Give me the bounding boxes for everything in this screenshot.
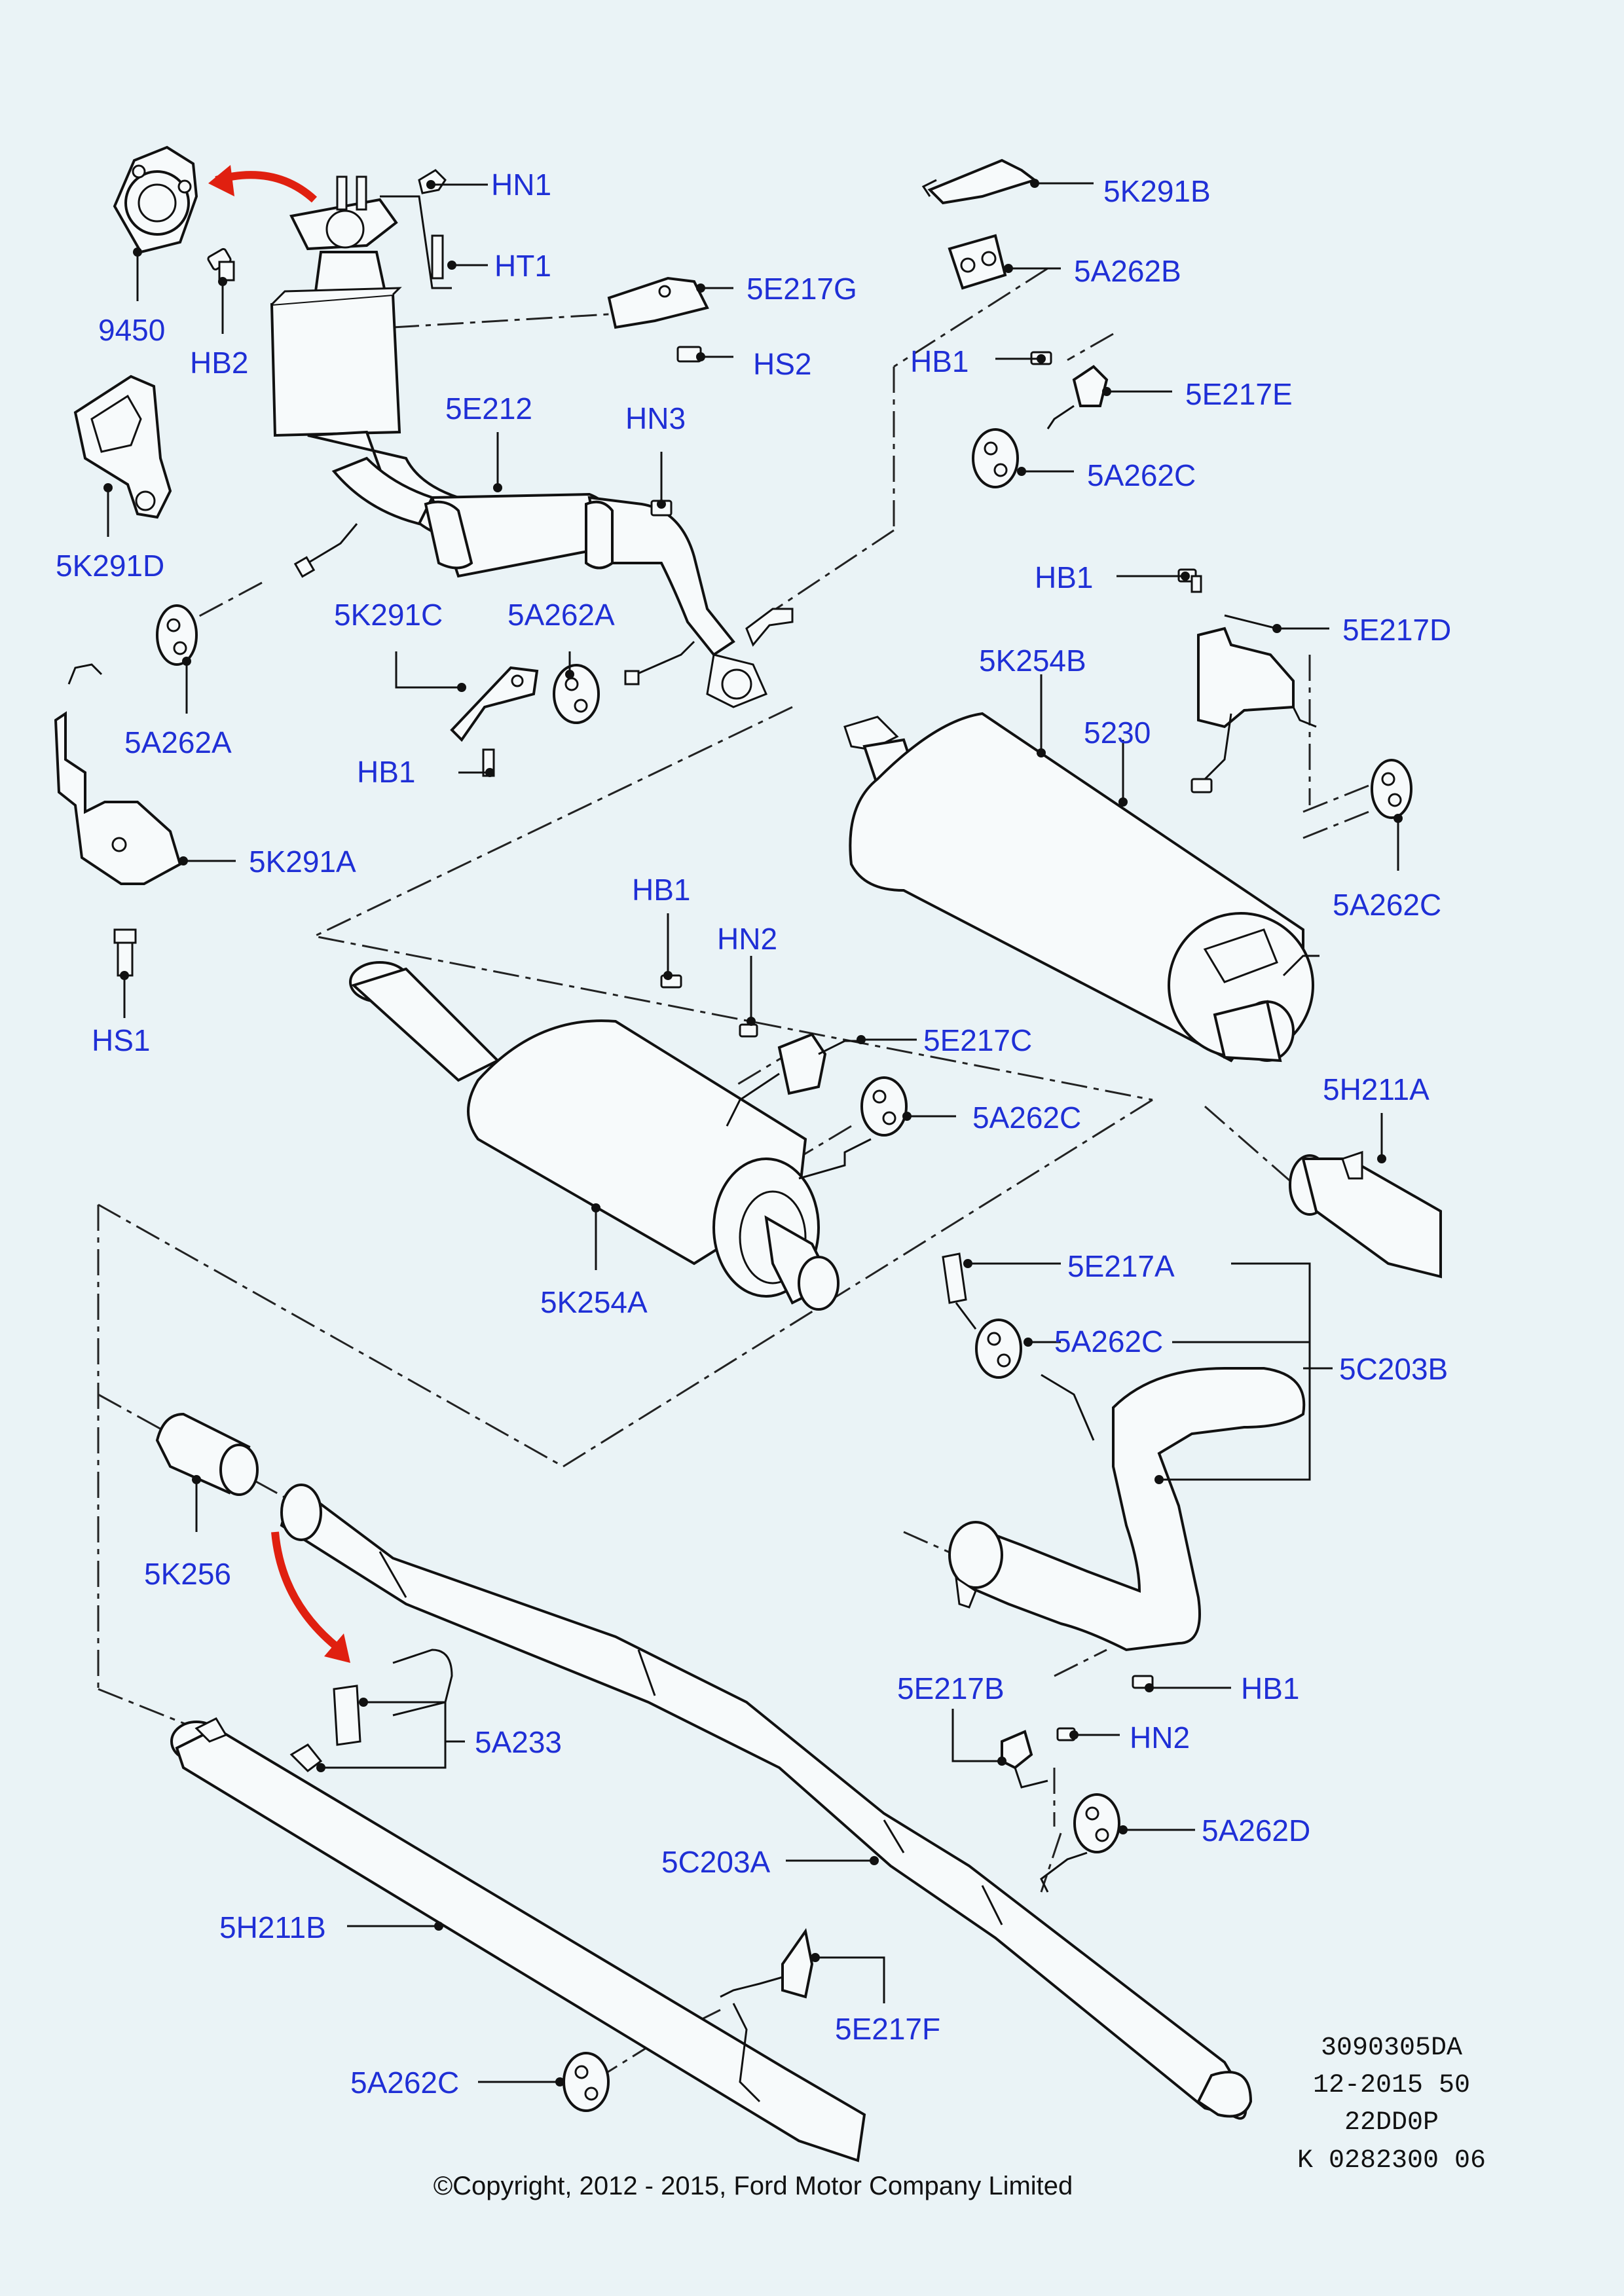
insulator-5a262c-1 <box>972 428 1019 488</box>
reference-line-1: 3090305DA <box>1321 2033 1462 2063</box>
label-5a233: 5A233 <box>475 1725 562 1759</box>
label-5a262c-2: 5A262C <box>1333 888 1441 922</box>
label-ht1: HT1 <box>494 249 551 283</box>
label-hb1-b: HB1 <box>910 344 969 378</box>
red-arrow-mid-head <box>324 1633 350 1663</box>
stud-hn1-ht1 <box>380 169 452 289</box>
label-hb1-a: HB1 <box>357 755 415 789</box>
label-5e212: 5E212 <box>445 392 532 426</box>
label-5e217a: 5E217A <box>1067 1249 1175 1283</box>
leader-lines <box>103 179 1403 2086</box>
label-5e217d: 5E217D <box>1342 613 1451 647</box>
label-5k291d: 5K291D <box>56 549 164 583</box>
label-5k291c: 5K291C <box>334 598 443 632</box>
rear-pipe-5c203b <box>942 1252 1306 1652</box>
label-hn2-a: HN2 <box>717 922 777 956</box>
middle-muffler-5k254a <box>349 961 872 1311</box>
label-5e217e: 5E217E <box>1185 377 1293 411</box>
rear-muffler-5k254b <box>843 712 1320 1063</box>
label-5e217c: 5E217C <box>923 1023 1032 1057</box>
catalytic-converter-5e212 <box>270 175 794 708</box>
label-5a262c-1: 5A262C <box>1087 458 1196 492</box>
sensor-lead <box>307 523 358 564</box>
bolt-hs1 <box>113 928 137 977</box>
insulator-5a262c-2 <box>1371 759 1412 819</box>
label-hn3: HN3 <box>625 401 686 435</box>
bracket-5e217b <box>1001 1730 1048 1789</box>
resonator-5k256 <box>155 1412 259 1496</box>
bracket-5e217c <box>726 1032 858 1127</box>
label-5k291a: 5K291A <box>249 845 356 879</box>
label-9450: 9450 <box>98 313 165 347</box>
label-hn2-b: HN2 <box>1130 1721 1190 1755</box>
insulator-5a262c-3 <box>860 1076 908 1137</box>
nut-hn2-a <box>739 1023 758 1038</box>
label-5c203b: 5C203B <box>1339 1352 1448 1386</box>
bracket-5k291a <box>54 663 182 885</box>
intermediate-pipe-5c203a <box>280 1484 1253 2120</box>
part-labels: HN1 HT1 9450 HB2 5E217G HS2 5E212 HN3 5K… <box>56 168 1451 2100</box>
label-hb2: HB2 <box>190 346 248 380</box>
hanger-5k291b <box>921 158 1038 205</box>
insulator-5a262c-5 <box>563 2052 610 2112</box>
clamp-5a233 <box>289 1649 453 1772</box>
insulator-5a262a-left <box>156 604 198 666</box>
red-arrow-mid <box>271 1531 343 1653</box>
red-arrow-top-head <box>208 165 234 196</box>
insulator-5a262b <box>948 234 1007 290</box>
bracket-5e217g <box>607 276 709 329</box>
bracket-5e217d <box>1190 627 1317 793</box>
label-5a262c-3: 5A262C <box>972 1101 1081 1135</box>
reference-line-3: 22DD0P <box>1344 2108 1439 2138</box>
label-5a262b: 5A262B <box>1074 254 1181 288</box>
label-hn1: HN1 <box>491 168 551 202</box>
label-5h211b: 5H211B <box>219 1910 326 1944</box>
label-hb1-e: HB1 <box>1241 1671 1299 1705</box>
label-5k291b: 5K291B <box>1103 174 1211 208</box>
label-5a262c-4: 5A262C <box>1054 1324 1163 1358</box>
tailpipe-5h211b <box>170 1717 866 2162</box>
label-hb1-d: HB1 <box>632 873 690 907</box>
tailpipe-5h211a <box>1289 1150 1442 1279</box>
label-5a262a-mid: 5A262A <box>507 598 615 632</box>
label-hs2: HS2 <box>753 347 811 381</box>
label-5e217f: 5E217F <box>835 2012 940 2046</box>
label-5k254b: 5K254B <box>979 644 1086 678</box>
insulator-5a262a-mid <box>553 664 600 724</box>
label-hs1: HS1 <box>92 1023 150 1057</box>
gasket-9450 <box>113 145 198 254</box>
label-5a262c-5: 5A262C <box>350 2066 459 2100</box>
insulator-5a262d <box>1073 1793 1120 1853</box>
bracket-5k291d <box>73 374 172 519</box>
label-5a262a-left: 5A262A <box>124 725 232 759</box>
bracket-5k291c <box>450 666 539 742</box>
label-5k256: 5K256 <box>144 1557 231 1591</box>
label-hb1-c: HB1 <box>1035 560 1093 594</box>
label-5h211a: 5H211A <box>1323 1072 1430 1106</box>
reference-line-4: K 0282300 06 <box>1297 2146 1486 2176</box>
bracket-5e217f <box>720 1928 814 2103</box>
bolt-hb2 <box>207 247 235 282</box>
label-5e217b: 5E217B <box>897 1671 1005 1705</box>
reference-line-2: 12-2015 50 <box>1313 2071 1470 2100</box>
label-5c203a: 5C203A <box>661 1845 771 1879</box>
label-5230: 5230 <box>1084 716 1151 750</box>
label-5a262d: 5A262D <box>1202 1813 1310 1848</box>
copyright-notice: ©Copyright, 2012 - 2015, Ford Motor Comp… <box>434 2172 1073 2200</box>
label-5k254a: 5K254A <box>540 1285 648 1319</box>
label-5e217g: 5E217G <box>747 272 857 306</box>
bracket-5e217e <box>1046 365 1109 429</box>
reference-code: 3090305DA 12-2015 50 22DD0P K 0282300 06 <box>1297 2033 1486 2176</box>
